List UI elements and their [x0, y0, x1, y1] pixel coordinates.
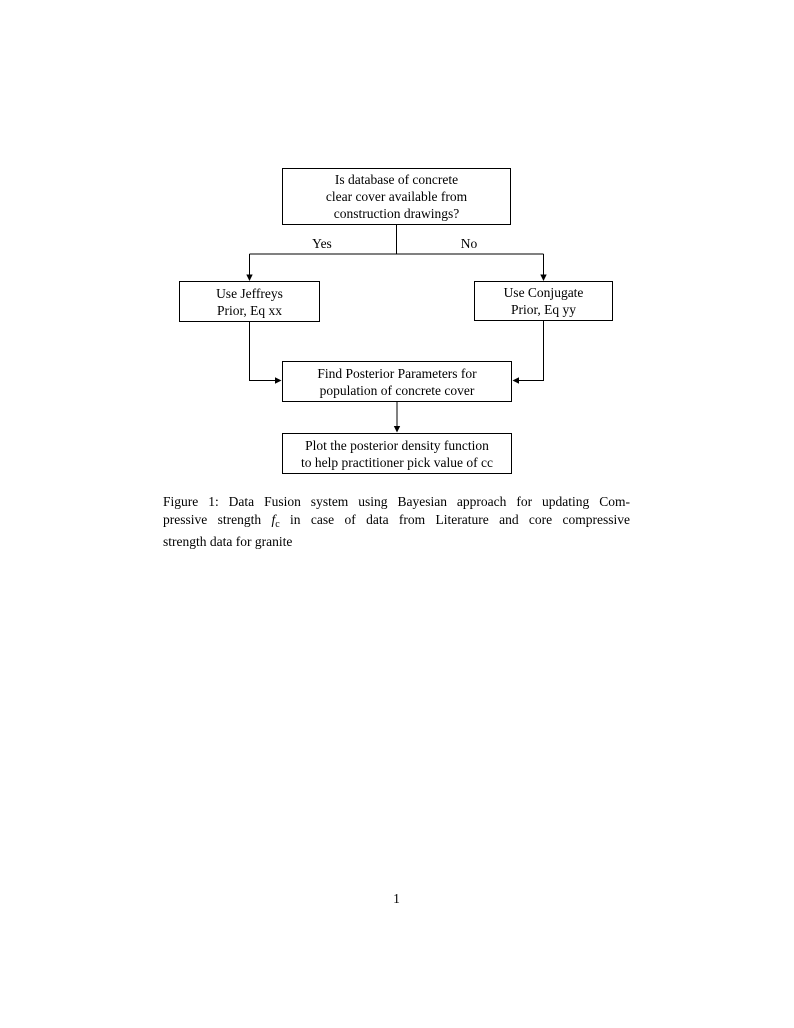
node-text-line: Prior, Eq xx [216, 302, 283, 318]
caption-line-2: pressive strength fc in case of data fro… [163, 511, 630, 534]
node-text-line: Use Jeffreys [216, 285, 283, 301]
node-text-line: Plot the posterior density function [305, 437, 489, 453]
flowchart-node-posterior-parameters: Find Posterior Parameters for population… [282, 361, 512, 402]
flowchart-node-decision: Is database of concrete clear cover avai… [282, 168, 511, 225]
figure-caption: Figure 1: Data Fusion system using Bayes… [163, 493, 630, 551]
page-number: 1 [393, 891, 400, 906]
node-text-line: Use Conjugate [503, 285, 584, 300]
flowchart-node-conjugate-prior: Use Conjugate Prior, Eq yy [474, 281, 613, 321]
branch-label-yes: Yes [312, 236, 332, 251]
node-text-line: clear cover available from [325, 189, 468, 204]
caption-line-2-text: pressive strength [163, 511, 272, 527]
node-text-line: Is database of concrete [334, 172, 459, 187]
caption-line-3: strength data for granite [163, 534, 293, 550]
connector-conjugate-to-posterior [518, 321, 544, 381]
caption-line-2-text: in case of data from Literature and core… [279, 511, 631, 527]
caption-math-fc-base: f [271, 511, 276, 527]
arrowhead-plot-icon [393, 426, 401, 433]
node-text-line: population of concrete cover [319, 382, 475, 398]
connector-jeffreys-to-posterior [249, 322, 276, 381]
node-text-line: Prior, Eq yy [510, 302, 577, 317]
node-text-line: Find Posterior Parameters for [317, 365, 477, 381]
node-text-line: to help practitioner pick value of cc [301, 454, 493, 470]
caption-math-fc-subscript: c [275, 518, 280, 530]
flowchart-node-plot-density: Plot the posterior density function to h… [282, 433, 512, 474]
arrowhead-jeffreys-icon [275, 377, 282, 384]
node-text-line: construction drawings? [333, 206, 460, 221]
caption-line-1: Figure 1: Data Fusion system using Bayes… [163, 494, 630, 509]
branch-label-no: No [460, 236, 478, 251]
arrowhead-conjugate-icon [512, 377, 519, 384]
flowchart-node-jeffreys-prior: Use Jeffreys Prior, Eq xx [179, 281, 320, 322]
